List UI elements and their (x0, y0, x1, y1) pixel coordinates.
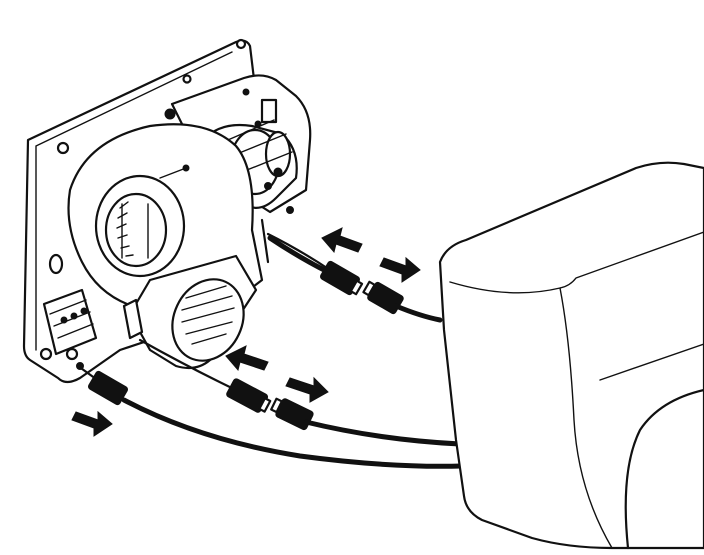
disconnect-arrows (71, 227, 421, 437)
plug-connector-icon (226, 378, 272, 413)
front-cover (438, 161, 704, 550)
ground-lead (88, 370, 465, 469)
lower-disconnect-left-arrow-icon (225, 345, 269, 372)
upper-connector-pair (267, 235, 443, 323)
screw-icon (39, 347, 53, 361)
screw-hole-icon (182, 74, 192, 84)
lower-connector-pair (226, 378, 463, 447)
fan-blades-icon (116, 201, 149, 259)
ground-disconnect-arrow-icon (71, 410, 113, 437)
motor-shaft-icon (260, 98, 278, 124)
screw-icon (65, 347, 79, 361)
screw-hole-icon (56, 141, 70, 155)
screw-hole-icon (235, 38, 247, 50)
plug-connector-icon (320, 260, 364, 296)
plug-connector-icon (270, 397, 314, 431)
plug-connector-icon (88, 370, 128, 406)
upper-disconnect-right-arrow-icon (379, 256, 421, 283)
terminal-block (39, 288, 98, 370)
lower-disconnect-right-arrow-icon (285, 376, 329, 403)
slot-hole-icon (48, 253, 64, 275)
blower-fan (67, 123, 264, 370)
internal-wiring (76, 218, 332, 392)
upper-disconnect-left-arrow-icon (321, 227, 363, 254)
